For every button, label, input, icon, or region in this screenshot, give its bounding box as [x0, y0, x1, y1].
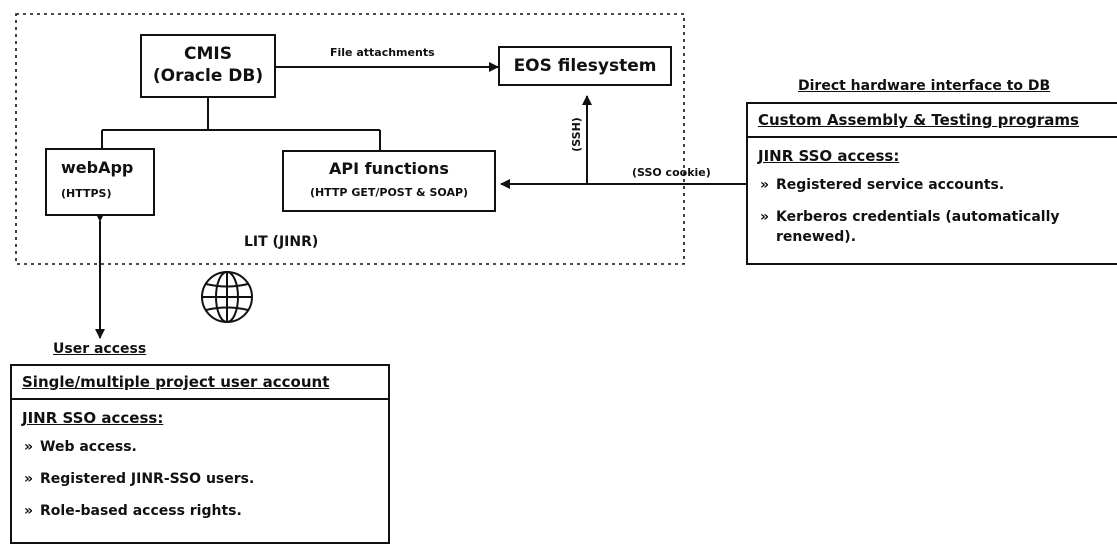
list-item: » Kerberos credentials (automatically re… — [748, 201, 1117, 253]
bullet-mark: » — [760, 209, 770, 225]
direct-hardware-label: Direct hardware interface to DB — [798, 78, 1051, 94]
globe-icon — [201, 271, 253, 323]
user-account-panel: Single/multiple project user account JIN… — [10, 364, 390, 544]
cmis-box: CMIS (Oracle DB) — [140, 34, 276, 98]
webapp-box: webApp (HTTPS) — [45, 148, 155, 216]
eos-filesystem-box: EOS filesystem — [498, 46, 672, 86]
bullet-mark: » — [760, 177, 770, 193]
lit-boundary — [15, 13, 685, 265]
user-item-web-access: Web access. — [40, 439, 137, 455]
custom-panel-sub: JINR SSO access: — [758, 147, 900, 165]
webapp-title: webApp — [61, 158, 134, 177]
webapp-sub: (HTTPS) — [61, 187, 112, 200]
bullet-mark: » — [24, 439, 34, 455]
user-panel-sub: JINR SSO access: — [22, 409, 164, 427]
list-item: » Registered service accounts. — [748, 169, 1117, 201]
sso-cookie-label: (SSO cookie) — [632, 166, 711, 179]
list-item: » Registered JINR-SSO users. — [12, 463, 388, 495]
bullet-mark: » — [24, 503, 34, 519]
api-title: API functions — [329, 159, 449, 178]
user-item-role-based: Role-based access rights. — [40, 503, 242, 519]
ssh-label: (SSH) — [569, 117, 583, 152]
list-item: » Role-based access rights. — [12, 495, 388, 527]
user-panel-header: Single/multiple project user account — [12, 366, 388, 400]
user-item-registered-users: Registered JINR-SSO users. — [40, 471, 255, 487]
boundary-label: LIT (JINR) — [244, 234, 319, 250]
custom-assembly-panel: Custom Assembly & Testing programs JINR … — [746, 102, 1117, 265]
file-attachments-label: File attachments — [330, 46, 435, 59]
cmis-title: CMIS — [184, 44, 232, 64]
eos-label: EOS filesystem — [513, 56, 657, 76]
api-sub: (HTTP GET/POST & SOAP) — [309, 186, 469, 199]
bullet-mark: » — [24, 471, 34, 487]
custom-item-service-accounts: Registered service accounts. — [776, 177, 1005, 193]
user-access-label: User access — [53, 341, 147, 357]
list-item: » Web access. — [12, 431, 388, 463]
custom-panel-header: Custom Assembly & Testing programs — [748, 104, 1117, 138]
connector-lines — [15, 13, 746, 339]
api-functions-box: API functions (HTTP GET/POST & SOAP) — [282, 150, 496, 212]
cmis-subtitle: (Oracle DB) — [152, 66, 264, 86]
custom-item-kerberos: Kerberos credentials (automatically rene… — [776, 209, 1060, 245]
